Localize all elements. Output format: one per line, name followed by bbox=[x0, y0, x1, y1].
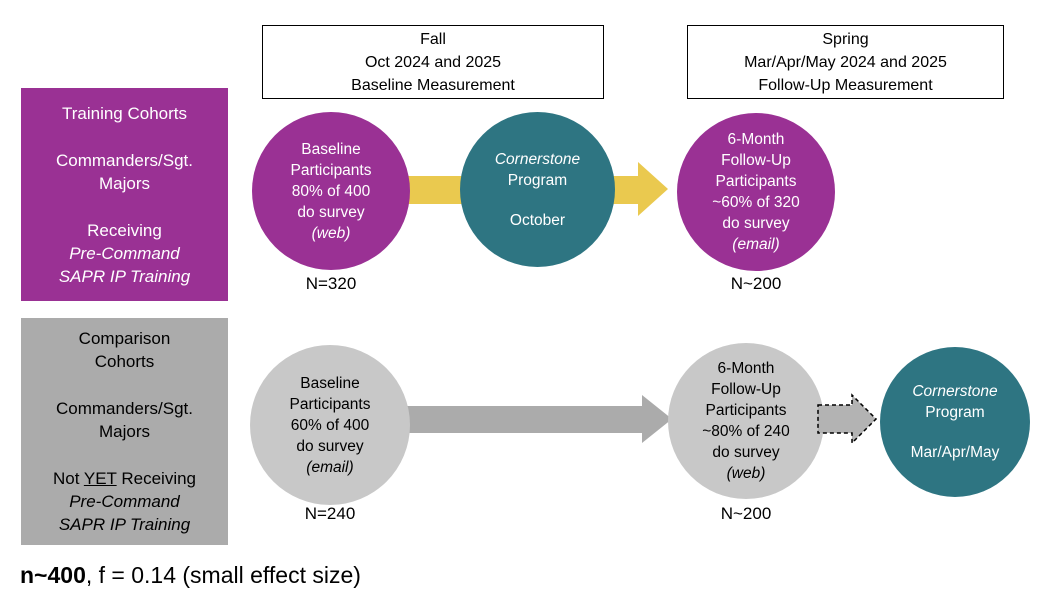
spring-dates-label: Mar/Apr/May 2024 and 2025 bbox=[744, 53, 947, 71]
n-label-comparison-baseline: N=240 bbox=[304, 504, 356, 523]
cornerstone-spring-circle: Cornerstone Program Mar/Apr/May bbox=[880, 347, 1030, 497]
comparison-cohort-who: Commanders/Sgt. Majors bbox=[56, 399, 193, 441]
effect-size-text: , f = 0.14 (small effect size) bbox=[85, 562, 361, 588]
sample-size-note: n~400, f = 0.14 (small effect size) bbox=[20, 562, 361, 589]
cornerstone-fall-circle: Cornerstone Program October bbox=[460, 112, 615, 267]
training-baseline-circle: Baseline Participants 80% of 400 do surv… bbox=[252, 112, 410, 270]
spring-measurement-header-box: Spring Mar/Apr/May 2024 and 2025 Follow-… bbox=[687, 25, 1004, 99]
comparison-flow-arrow-shaft bbox=[402, 406, 642, 433]
fall-dates-label: Oct 2024 and 2025 bbox=[364, 53, 502, 71]
training-flow-arrow-head bbox=[638, 162, 668, 216]
comparison-followup-text: 6-Month Follow-Up Participants ~80% of 2… bbox=[702, 360, 790, 482]
training-cohort-box: Training Cohorts Commanders/Sgt. Majors … bbox=[21, 88, 228, 301]
yet-underlined: YET bbox=[83, 469, 117, 488]
fall-measurement-header-box: Fall Oct 2024 and 2025 Baseline Measurem… bbox=[262, 25, 604, 99]
training-cohort-program: Receiving Pre-Command SAPR IP Training bbox=[58, 220, 191, 286]
comparison-followup-circle: 6-Month Follow-Up Participants ~80% of 2… bbox=[668, 343, 824, 499]
cornerstone-fall-text: Cornerstone Program October bbox=[494, 150, 581, 229]
training-followup-circle: 6-Month Follow-Up Participants ~60% of 3… bbox=[677, 113, 835, 271]
comparison-cohort-box: Comparison Cohorts Commanders/Sgt. Major… bbox=[21, 318, 228, 545]
fall-measurement-label: Baseline Measurement bbox=[351, 76, 515, 94]
n-label-training-baseline: N=320 bbox=[305, 274, 357, 293]
comparison-baseline-circle: Baseline Participants 60% of 400 do surv… bbox=[250, 345, 410, 505]
training-followup-text: 6-Month Follow-Up Participants ~60% of 3… bbox=[712, 131, 800, 253]
comparison-baseline-text: Baseline Participants 60% of 400 do surv… bbox=[289, 374, 371, 476]
n-label-training-followup: N~200 bbox=[730, 274, 782, 293]
sample-size-bold: n~400 bbox=[20, 562, 86, 588]
spring-measurement-label: Follow-Up Measurement bbox=[758, 76, 933, 94]
cornerstone-spring-text: Cornerstone Program Mar/Apr/May bbox=[910, 383, 1000, 461]
n-label-comparison-followup: N~200 bbox=[720, 504, 772, 523]
comparison-cohort-program: Not YET Receiving Pre-Command SAPR IP Tr… bbox=[52, 469, 197, 534]
comparison-flow-arrow-head bbox=[642, 395, 672, 443]
training-baseline-text: Baseline Participants 80% of 400 do surv… bbox=[290, 140, 372, 242]
comparison-to-cornerstone-dashed-arrow bbox=[817, 393, 878, 445]
training-cohort-who: Commanders/Sgt. Majors bbox=[56, 150, 193, 193]
spring-season-label: Spring bbox=[822, 30, 869, 48]
training-cohort-title: Training Cohorts bbox=[61, 103, 188, 123]
comparison-cohort-title: Comparison Cohorts bbox=[78, 329, 171, 371]
fall-season-label: Fall bbox=[420, 30, 446, 48]
